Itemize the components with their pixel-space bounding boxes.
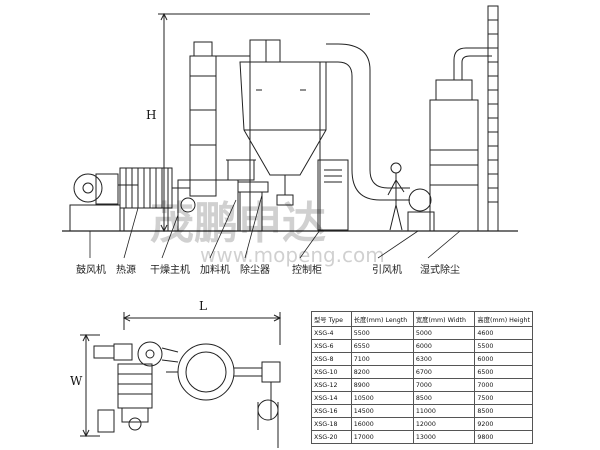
watermark-cn: 茂鹏申达: [150, 198, 326, 249]
top-duct: [326, 43, 410, 201]
watermark: 茂鹏申达 www.mopeng.com: [150, 198, 385, 267]
cell-width: 7000: [412, 378, 476, 392]
cell-length: 6550: [350, 339, 414, 353]
label-control-cabinet: 控制柜: [292, 265, 322, 276]
header-height: 高度(mm) Height: [474, 311, 533, 327]
heat-source-unit: [119, 167, 190, 232]
height-dimension: [158, 12, 370, 233]
plan-view: [80, 312, 282, 448]
control-cabinet: [317, 159, 349, 231]
operator-figure: [387, 162, 405, 231]
cell-height: 6500: [474, 365, 533, 379]
cell-height: 8500: [474, 404, 533, 418]
cell-width: 6300: [412, 352, 476, 366]
table-row: XSG-6 6550 6000 5500: [311, 339, 533, 353]
cell-height: 9200: [474, 417, 533, 431]
watermark-url: www.mopeng.com: [200, 243, 385, 267]
chimney: [487, 5, 499, 232]
label-heat-source: 热源: [116, 265, 136, 276]
label-blower: 鼓风机: [76, 265, 106, 276]
blower-unit: [69, 173, 138, 232]
cell-width: 12000: [412, 417, 476, 431]
cell-length: 10500: [350, 391, 414, 405]
header-width: 宽度(mm) Width: [412, 311, 476, 327]
spec-table: 型号 Type 长度(mm) Length 宽度(mm) Width 高度(mm…: [311, 311, 533, 444]
cell-length: 8900: [350, 378, 414, 392]
cell-height: 7500: [474, 391, 533, 405]
label-dust-collector: 除尘器: [240, 265, 270, 276]
cell-length: 17000: [350, 430, 414, 444]
table-row: XSG-18 16000 12000 9200: [311, 417, 533, 431]
table-row: XSG-8 7100 6300 6000: [311, 352, 533, 366]
cell-type: XSG-8: [311, 352, 352, 366]
cell-width: 8500: [412, 391, 476, 405]
cell-type: XSG-6: [311, 339, 352, 353]
dryer-main-column: [177, 41, 250, 232]
cell-type: XSG-10: [311, 365, 352, 379]
feeder-unit: [226, 159, 269, 231]
label-feeder: 加料机: [200, 265, 230, 276]
cell-width: 5000: [412, 326, 476, 340]
cell-width: 11000: [412, 404, 476, 418]
cell-width: 6700: [412, 365, 476, 379]
spec-table-header: 型号 Type 长度(mm) Length 宽度(mm) Width 高度(mm…: [311, 311, 533, 327]
table-row: XSG-16 14500 11000 8500: [311, 404, 533, 418]
cell-type: XSG-14: [311, 391, 352, 405]
wet-scrubber: [429, 47, 492, 232]
cell-type: XSG-4: [311, 326, 352, 340]
cell-length: 8200: [350, 365, 414, 379]
cell-length: 7100: [350, 352, 414, 366]
length-label: L: [199, 299, 207, 313]
cell-height: 6000: [474, 352, 533, 366]
label-leaders: [89, 194, 461, 259]
label-dryer-main: 干燥主机: [150, 265, 190, 276]
cell-height: 5500: [474, 339, 533, 353]
cell-type: XSG-20: [311, 430, 352, 444]
cell-height: 4600: [474, 326, 533, 340]
table-row: XSG-4 5500 5000 4600: [311, 326, 533, 340]
cell-type: XSG-18: [311, 417, 352, 431]
label-wet-scrubber: 湿式除尘: [420, 265, 460, 276]
table-row: XSG-10 8200 6700 6500: [311, 365, 533, 379]
table-row: XSG-14 10500 8500 7500: [311, 391, 533, 405]
header-length: 长度(mm) Length: [350, 311, 414, 327]
table-row: XSG-12 8900 7000 7000: [311, 378, 533, 392]
cell-type: XSG-16: [311, 404, 352, 418]
label-induced-fan: 引风机: [372, 265, 402, 276]
induced-draft-fan: [407, 188, 435, 232]
cell-width: 6000: [412, 339, 476, 353]
cell-height: 7000: [474, 378, 533, 392]
cell-length: 5500: [350, 326, 414, 340]
cell-type: XSG-12: [311, 378, 352, 392]
width-label: W: [70, 374, 83, 388]
header-type: 型号 Type: [311, 311, 352, 327]
cell-height: 9800: [474, 430, 533, 444]
height-label: H: [146, 108, 157, 122]
cell-length: 16000: [350, 417, 414, 431]
table-row: XSG-20 17000 13000 9800: [311, 430, 533, 444]
cell-length: 14500: [350, 404, 414, 418]
cell-width: 13000: [412, 430, 476, 444]
